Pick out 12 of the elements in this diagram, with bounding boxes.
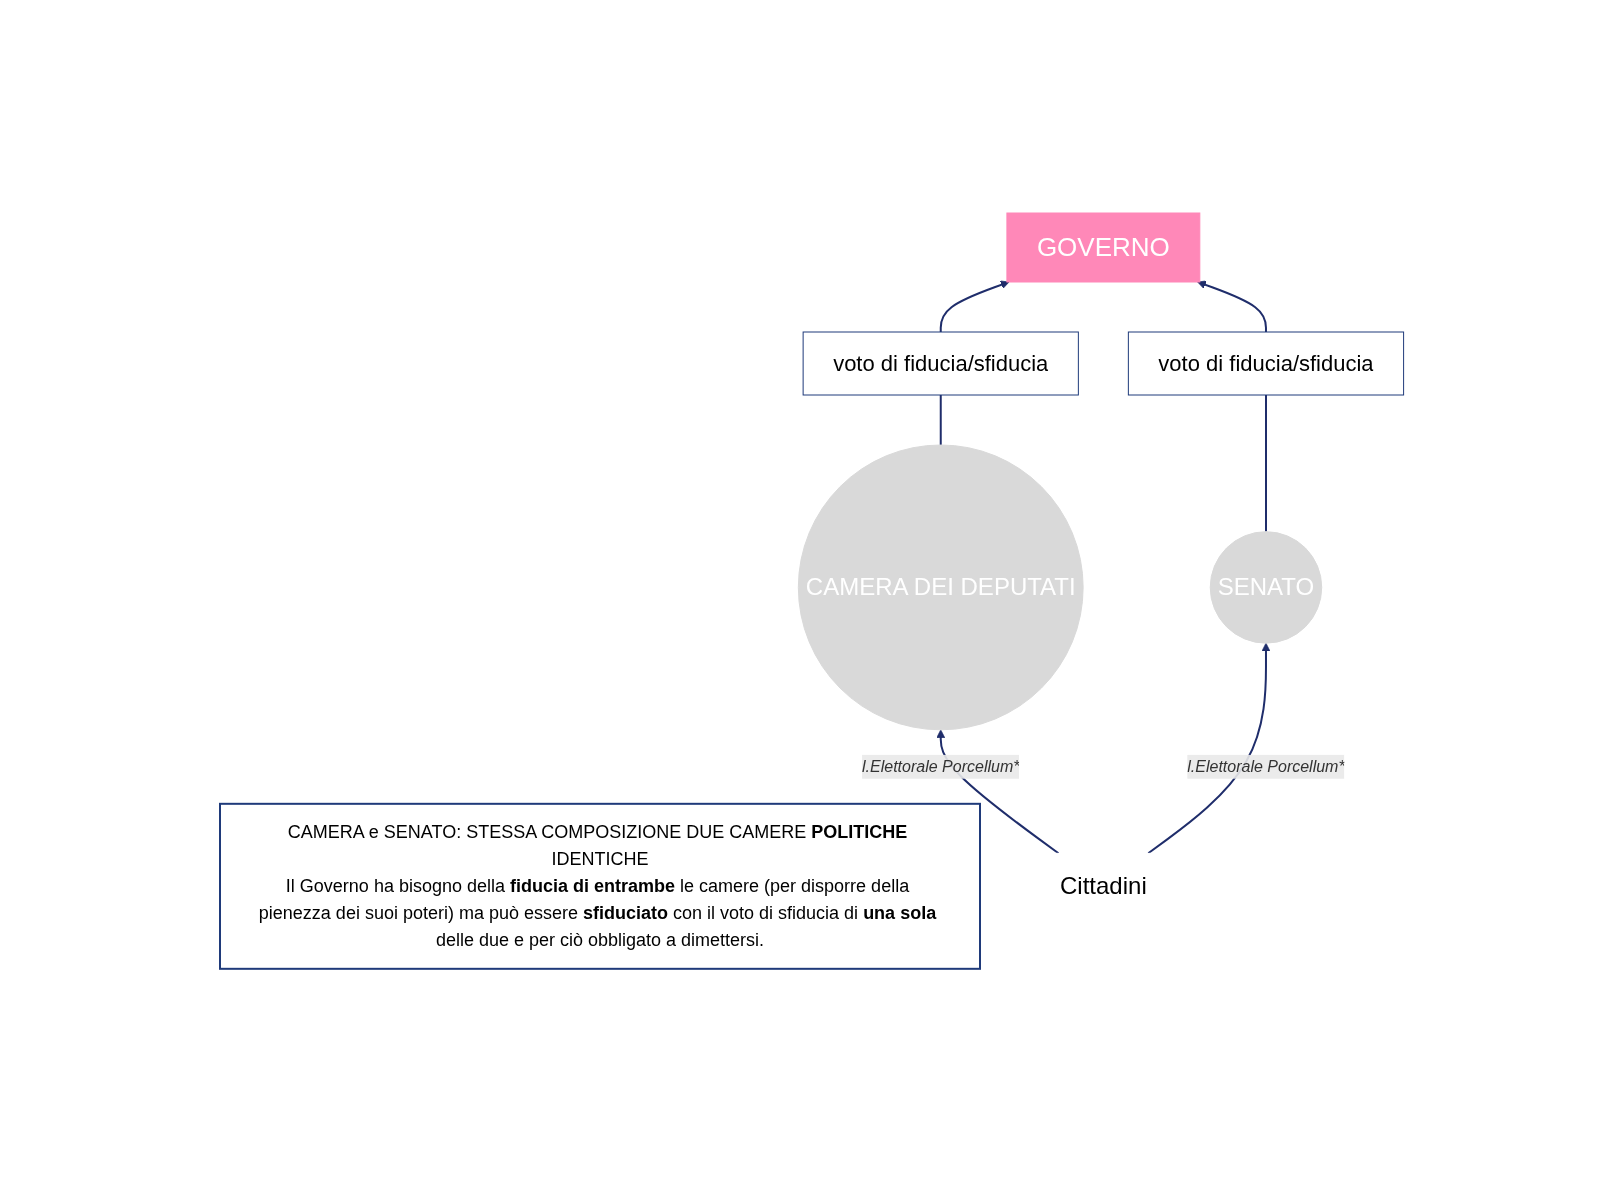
node-box: voto di fiducia/sfiducia	[1128, 331, 1405, 396]
connector	[939, 393, 942, 446]
node-box: GOVERNO	[1006, 212, 1201, 283]
connector	[1265, 393, 1268, 533]
arrow	[1147, 642, 1271, 854]
node-text: Cittadini	[1060, 871, 1147, 899]
arrow	[1197, 280, 1268, 333]
node-box: CAMERA e SENATO: STESSA COMPOSIZIONE DUE CAMERE POLITICHE IDENTICHE Il Governo ha bisogno della fiducia di entrambe le camere (per disporre della pienezza dei suoi poteri) ma può essere sfiduciato con il voto di sfiducia di una sola delle due e per ciò obbligato a dimettersi.	[219, 802, 982, 970]
arrow	[939, 280, 1010, 333]
edge-label: l.Elettorale Porcellum*	[1187, 757, 1345, 775]
node-box: voto di fiducia/sfiducia	[802, 331, 1080, 396]
edge-label: l.Elettorale Porcellum*	[862, 757, 1020, 775]
